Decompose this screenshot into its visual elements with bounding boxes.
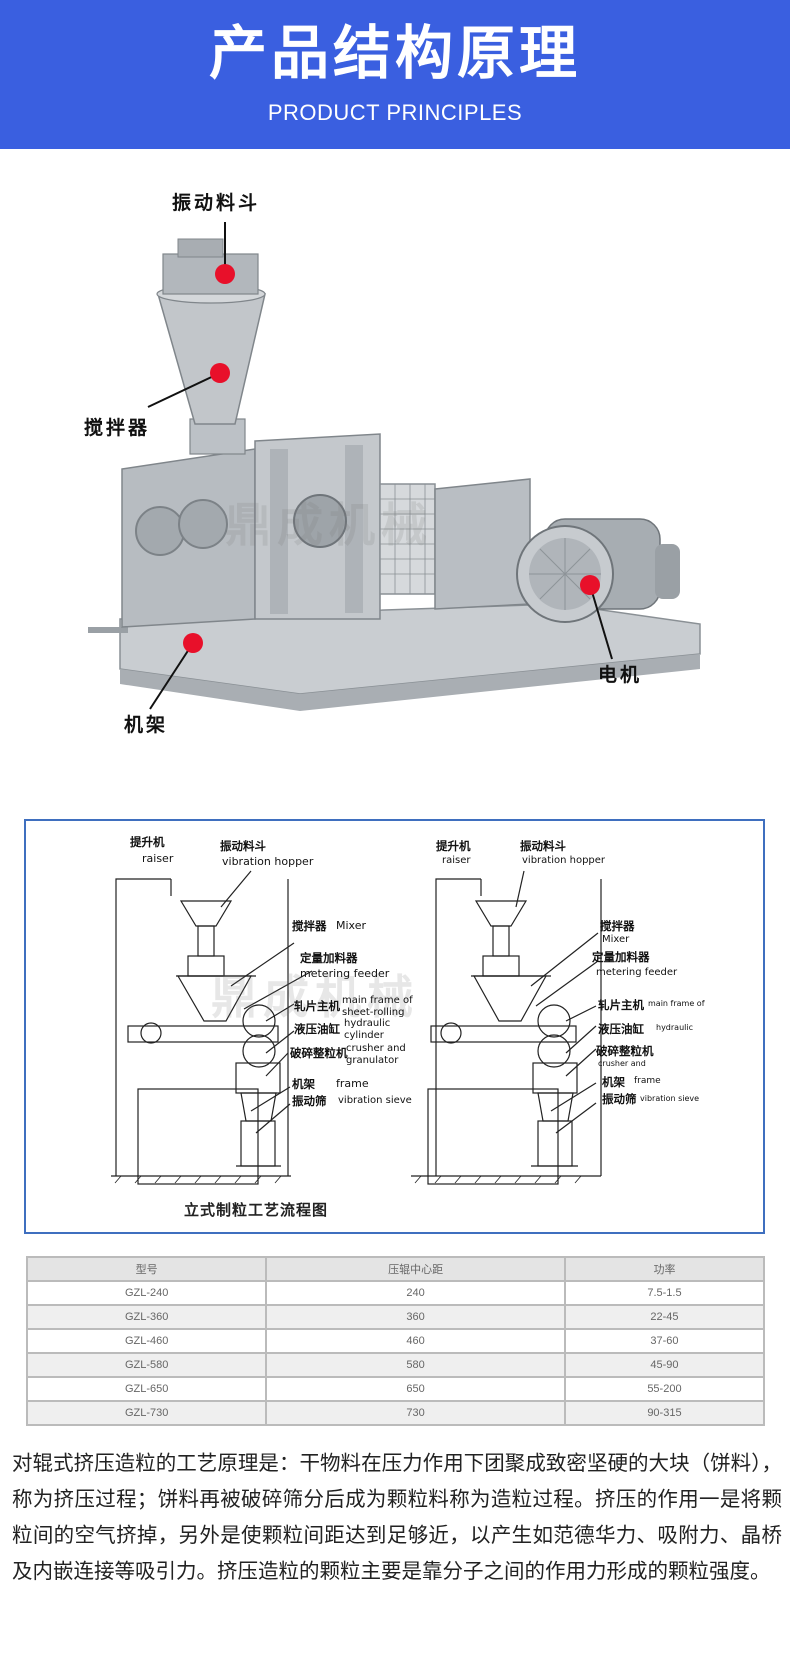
label-rolling-en2-left: sheet-rolling [342, 1007, 405, 1018]
label-sieve-en-left: vibration sieve [338, 1095, 412, 1106]
label-mixer-en-left: Mixer [336, 919, 367, 932]
label-frame-en-right: frame [634, 1076, 661, 1086]
label-crusher-cn-left: 破碎整粒机 [290, 1046, 348, 1060]
table-header-row: 型号 压辊中心距 功率 [28, 1258, 763, 1280]
label-hopper-cn-right: 振动料斗 [520, 839, 566, 853]
label-frame-en-left: frame [336, 1077, 369, 1090]
table-cell: 240 [267, 1282, 564, 1304]
table-cell: 650 [267, 1378, 564, 1400]
table-row: GZL-360 360 22-45 [28, 1306, 763, 1328]
hopper-marker [215, 264, 235, 284]
table-cell: 580 [267, 1354, 564, 1376]
label-raiser-en-left: raiser [142, 852, 174, 865]
label-feeder-cn-right: 定量加料器 [592, 950, 650, 964]
label-crusher-en2-left: granulator [346, 1055, 399, 1066]
label-cylinder-cn-left: 液压油缸 [294, 1022, 340, 1036]
label-mixer-en-right: Mixer [602, 934, 630, 945]
header-cell-power: 功率 [565, 1258, 763, 1280]
table-cell: 460 [267, 1330, 564, 1352]
table-row: GZL-730 730 90-315 [28, 1402, 763, 1424]
table-cell: GZL-360 [28, 1306, 266, 1328]
label-feeder-cn-left: 定量加料器 [300, 951, 358, 965]
label-cylinder-en1-left: hydraulic [344, 1018, 391, 1029]
frame-marker [183, 633, 203, 653]
principle-description: 对辊式挤压造粒的工艺原理是：干物料在压力作用下团聚成致密坚硬的大块（饼料），称为… [12, 1451, 782, 1583]
label-hopper-en-right: vibration hopper [522, 855, 606, 866]
label-crusher-en-right: crusher and [598, 1059, 646, 1068]
table-cell: GZL-730 [28, 1402, 266, 1424]
table-cell: 37-60 [565, 1330, 763, 1352]
label-cylinder-en2-left: cylinder [344, 1030, 384, 1041]
label-frame-cn-left: 机架 [292, 1077, 315, 1091]
mixer-marker [210, 363, 230, 383]
table-row: GZL-580 580 45-90 [28, 1354, 763, 1376]
label-rolling-en-right: main frame of [648, 999, 705, 1008]
table-cell: GZL-580 [28, 1354, 266, 1376]
table-cell: 360 [267, 1306, 564, 1328]
label-crusher-cn-right: 破碎整粒机 [596, 1044, 654, 1058]
table-row: GZL-650 650 55-200 [28, 1378, 763, 1400]
flow-diagram-illustration [111, 870, 602, 1185]
table-cell: 55-200 [565, 1378, 763, 1400]
label-sieve-cn-right: 振动筛 [602, 1092, 637, 1106]
table-cell: GZL-460 [28, 1330, 266, 1352]
label-mixer-cn-right: 搅拌器 [600, 919, 635, 933]
label-crusher-en1-left: crusher and [346, 1043, 406, 1054]
table-cell: GZL-240 [28, 1282, 266, 1304]
label-raiser-en-right: raiser [442, 855, 471, 866]
photo-watermark: 鼎成机械 [225, 498, 433, 552]
header-cell-roll-distance: 压辊中心距 [267, 1258, 564, 1280]
label-hopper-en-left: vibration hopper [222, 855, 314, 868]
label-rolling-cn-left: 轧片主机 [294, 999, 340, 1013]
label-raiser-cn-left: 提升机 [130, 835, 165, 849]
flow-diagram-panel: 鼎成机械 提升机 raiser 振动料斗 vibration hopper 搅拌… [24, 819, 765, 1234]
header-banner: 产品结构原理 PRODUCT PRINCIPLES [0, 0, 790, 149]
table-cell: 22-45 [565, 1306, 763, 1328]
callout-motor: 电机 [598, 664, 643, 686]
label-cylinder-en-right: hydraulic [656, 1023, 693, 1032]
table-cell: GZL-650 [28, 1378, 266, 1400]
label-frame-cn-right: 机架 [602, 1075, 625, 1089]
table-row: GZL-240 240 7.5-1.5 [28, 1282, 763, 1304]
page-subtitle: PRODUCT PRINCIPLES [267, 100, 523, 125]
table-row: GZL-460 460 37-60 [28, 1330, 763, 1352]
table-cell: 45-90 [565, 1354, 763, 1376]
motor-marker [580, 575, 600, 595]
label-sieve-cn-left: 振动筛 [292, 1094, 327, 1108]
machine-illustration [88, 222, 701, 711]
page-title: 产品结构原理 [208, 19, 581, 87]
table-cell: 90-315 [565, 1402, 763, 1424]
spec-table: 型号 压辊中心距 功率 GZL-240 240 7.5-1.5 GZL-360 … [26, 1256, 765, 1426]
label-rolling-cn-right: 轧片主机 [598, 998, 644, 1012]
diagram-watermark: 鼎成机械 [211, 970, 419, 1024]
callout-frame: 机架 [124, 714, 169, 736]
label-mixer-cn-left: 搅拌器 [292, 919, 327, 933]
label-hopper-cn-left: 振动料斗 [220, 839, 266, 853]
label-cylinder-cn-right: 液压油缸 [598, 1022, 644, 1036]
label-rolling-en1-left: main frame of [342, 995, 413, 1006]
table-cell: 730 [267, 1402, 564, 1424]
machine-photo: 鼎成机械 振动料斗 搅拌器 电机 机架 [0, 149, 790, 789]
label-feeder-en-left: metering feeder [300, 967, 390, 980]
diagram-caption: 立式制粒工艺流程图 [184, 1201, 329, 1219]
callout-hopper: 振动料斗 [172, 192, 261, 214]
label-feeder-en-right: metering feeder [596, 967, 678, 978]
table-cell: 7.5-1.5 [565, 1282, 763, 1304]
label-raiser-cn-right: 提升机 [436, 839, 471, 853]
label-sieve-en-right: vibration sieve [640, 1094, 700, 1103]
header-cell-model: 型号 [28, 1258, 266, 1280]
callout-mixer: 搅拌器 [84, 417, 151, 439]
